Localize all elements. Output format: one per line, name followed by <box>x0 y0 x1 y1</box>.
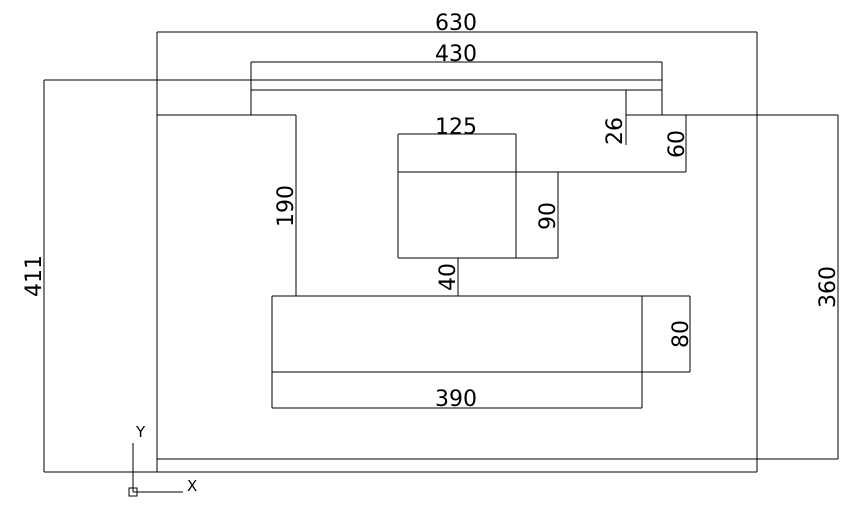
ucs-icon: Y X <box>128 423 197 497</box>
ucs-x-label: X <box>187 477 197 495</box>
dim-60: 60 <box>665 130 690 158</box>
dim-630: 630 <box>435 11 477 36</box>
ucs-y-label: Y <box>135 423 146 441</box>
dim-90: 90 <box>536 202 561 230</box>
dim-40: 40 <box>436 263 461 291</box>
dim-430: 430 <box>435 42 477 67</box>
dim-80: 80 <box>669 320 694 348</box>
bottom-box <box>271 295 691 409</box>
dim-26: 26 <box>603 117 628 145</box>
overall-height-dimension <box>43 79 251 472</box>
dim-360: 360 <box>816 266 841 308</box>
dim-190: 190 <box>274 185 299 227</box>
inner-outline <box>157 90 838 296</box>
middle-box <box>397 133 559 296</box>
top-bar <box>250 61 663 115</box>
dim-411: 411 <box>22 255 47 297</box>
outer-frame <box>44 31 838 473</box>
dim-125: 125 <box>435 115 477 140</box>
dim-390: 390 <box>435 387 477 412</box>
